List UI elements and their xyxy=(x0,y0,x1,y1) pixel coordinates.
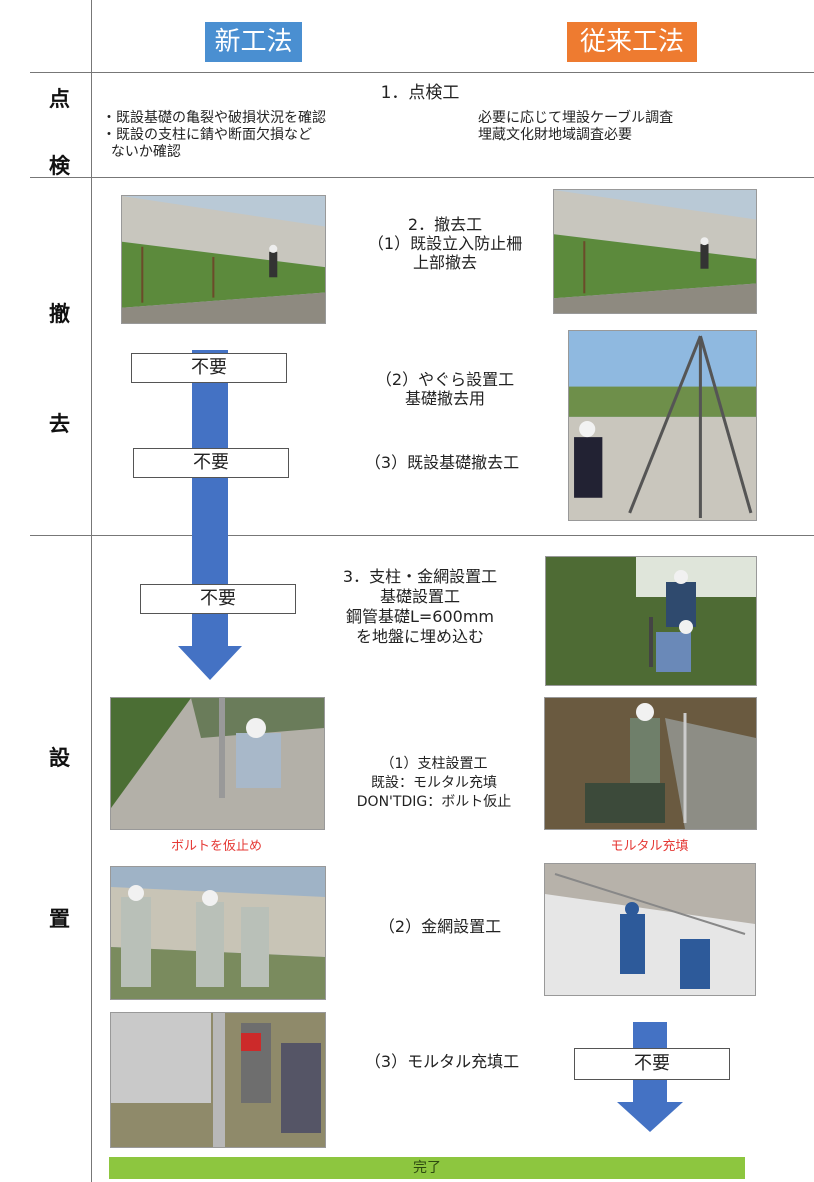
inspection-old-notes: 必要に応じて埋設ケーブル調査 埋蔵文化財地域調査必要 xyxy=(478,110,674,143)
photo-mortar xyxy=(544,697,757,830)
section-inspection-char1: 点 xyxy=(49,87,70,111)
install-step3: 3．支柱・金網設置工 基礎設置工 鋼管基礎L=600mm を地盤に埋め込む xyxy=(342,567,498,646)
section-install-char1: 設 xyxy=(49,746,70,770)
section-removal-char1: 撤 xyxy=(49,302,70,326)
removal-step2: 2．撤去工 （1）既設立入防止柵 上部撤去 xyxy=(367,215,523,272)
photo-fence-old xyxy=(544,863,756,996)
caption-new-photo: ボルトを仮止め xyxy=(170,839,262,854)
photo-post-bolt xyxy=(110,697,325,830)
removal-divider xyxy=(30,535,814,536)
inspection-new-notes: ・既設基礎の亀裂や破損状況を確認 ・既設の支柱に錆や断面欠損など ないか確認 xyxy=(102,110,326,160)
header-divider xyxy=(30,72,814,73)
not-needed-box-3: 不要 xyxy=(140,584,296,614)
install-step3-3: （3）モルタル充填工 xyxy=(364,1052,520,1071)
photo-fence-new xyxy=(110,866,326,1000)
photo-steel-pipe xyxy=(545,556,757,686)
skip-arrow-new xyxy=(178,350,242,680)
photo-removal-old xyxy=(553,189,757,314)
inspection-divider xyxy=(30,177,814,178)
removal-step2-3: （3）既設基礎撤去工 xyxy=(364,453,520,472)
not-needed-box-1: 不要 xyxy=(131,353,287,383)
photo-tripod xyxy=(568,330,757,521)
complete-bar: 完了 xyxy=(109,1157,745,1179)
new-method-header: 新工法 xyxy=(205,22,302,62)
photo-mortar-new xyxy=(110,1012,326,1148)
install-step3-1: （1）支柱設置工 既設：モルタル充填 DON'TDIG：ボルト仮止 xyxy=(356,756,512,810)
not-needed-box-old: 不要 xyxy=(574,1048,730,1080)
section-install-char2: 置 xyxy=(49,907,70,931)
not-needed-box-2: 不要 xyxy=(133,448,289,478)
section-inspection-char2: 検 xyxy=(49,154,70,178)
left-column-divider xyxy=(91,0,92,1182)
old-method-header: 従来工法 xyxy=(567,22,697,62)
caption-old-photo: モルタル充填 xyxy=(610,839,689,854)
install-step3-2: （2）金網設置工 xyxy=(378,917,502,936)
photo-removal-new xyxy=(121,195,326,324)
inspection-title: 1．点検工 xyxy=(380,83,460,103)
removal-step2-2: （2）やぐら設置工 基礎撤去用 xyxy=(375,370,515,408)
section-removal-char2: 去 xyxy=(49,412,70,436)
